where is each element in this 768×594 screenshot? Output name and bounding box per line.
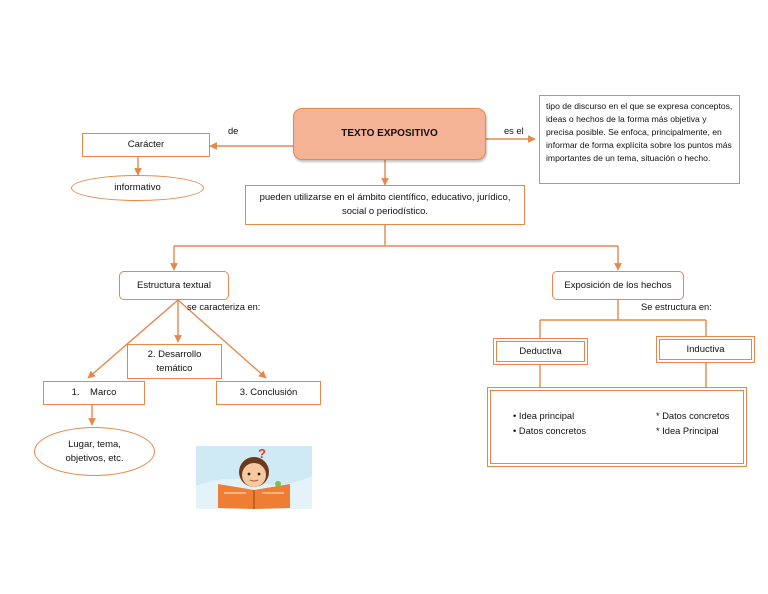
marco-detail-node: Lugar, tema, objetivos, etc. xyxy=(34,427,155,476)
root-node: TEXTO EXPOSITIVO xyxy=(293,108,486,160)
conclusion-label: 3. Conclusión xyxy=(239,387,298,399)
person-reading-book-question-icon: ? xyxy=(196,446,312,509)
inductive-label: Inductiva xyxy=(686,343,725,355)
arrow-structure-to-conclusion xyxy=(177,299,267,379)
asterisk-icon: * xyxy=(656,411,660,421)
marco-node: 1. Marco xyxy=(43,381,145,405)
informative-node: informativo xyxy=(71,175,204,201)
methods-detail-box xyxy=(487,387,747,467)
list-item: * Datos concretos xyxy=(656,411,730,421)
inductive-list: * Datos concretos * Idea Principal xyxy=(656,409,729,439)
structure-node: Estructura textual xyxy=(119,271,229,300)
deductive-label: Deductiva xyxy=(519,345,562,357)
root-title: TEXTO EXPOSITIVO xyxy=(341,127,438,139)
list-item: • Idea principal xyxy=(513,411,575,421)
marco-detail-text: Lugar, tema, objetivos, etc. xyxy=(65,438,124,464)
bullet-icon: • xyxy=(513,411,517,421)
svg-text:?: ? xyxy=(258,446,266,461)
character-connector-label: de xyxy=(228,126,239,136)
conclusion-node: 3. Conclusión xyxy=(216,381,321,405)
structure-connector-label: se caracteriza en: xyxy=(187,302,261,312)
usage-node: pueden utilizarse en el ámbito científic… xyxy=(245,185,525,225)
structure-label: Estructura textual xyxy=(137,279,211,291)
character-node: Carácter xyxy=(82,133,210,157)
marco-label: 1. Marco xyxy=(71,387,117,399)
inductive-node: Inductiva xyxy=(656,336,755,363)
deductive-list: • Idea principal • Datos concretos xyxy=(513,409,586,439)
deductive-node: Deductiva xyxy=(493,338,588,365)
definition-box: tipo de discurso en el que se expresa co… xyxy=(539,95,740,184)
exposition-label: Exposición de los hechos xyxy=(564,279,672,291)
exposition-connector-label: Se estructura en: xyxy=(641,302,712,312)
list-item: * Idea Principal xyxy=(656,426,719,436)
desarrollo-node: 2. Desarrollo temático xyxy=(127,344,222,379)
asterisk-icon: * xyxy=(656,426,660,436)
arrow-structure-to-marco xyxy=(87,299,179,379)
character-label: Carácter xyxy=(127,139,165,151)
exposition-node: Exposición de los hechos xyxy=(552,271,684,300)
list-item: • Datos concretos xyxy=(513,426,587,436)
definition-text: tipo de discurso en el que se expresa co… xyxy=(546,101,733,163)
informative-label: informativo xyxy=(114,182,161,194)
desarrollo-label: 2. Desarrollo temático xyxy=(147,348,202,374)
usage-text: pueden utilizarse en el ámbito científic… xyxy=(259,192,511,217)
bullet-icon: • xyxy=(513,426,517,436)
definition-connector-label: es el xyxy=(504,126,524,136)
